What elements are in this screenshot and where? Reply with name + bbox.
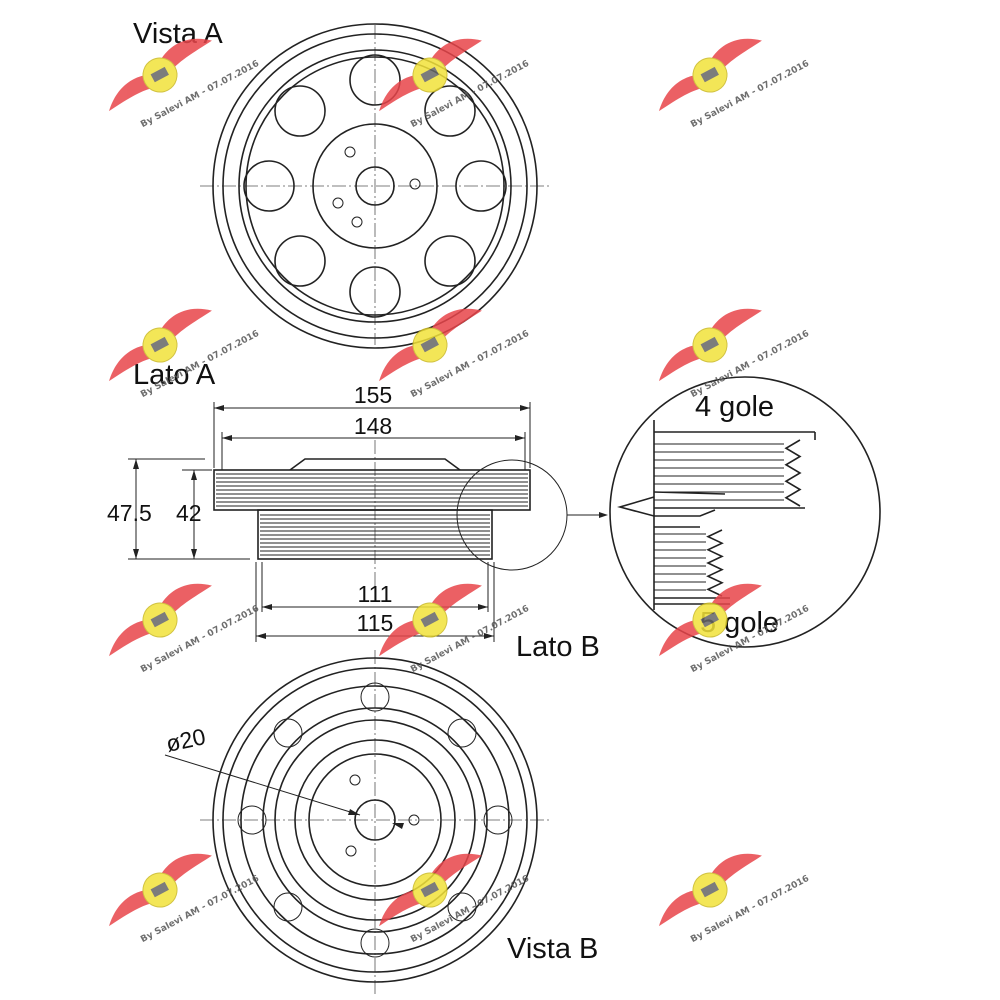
dim-42-label: 42	[176, 500, 202, 526]
dim-148	[221, 432, 526, 470]
view-b-lobes	[237, 682, 513, 958]
groove-detail-zoom	[609, 376, 881, 648]
view-a-drawing	[200, 23, 550, 349]
side-a-label: Lato A	[133, 359, 216, 391]
side-section-drawing	[213, 440, 531, 590]
dim-155	[213, 402, 531, 468]
view-a-holes	[243, 54, 507, 318]
view-b-label: Vista B	[507, 933, 598, 965]
watermark-logos: By Salevi AM - 07.07.2016 By Salevi AM - …	[109, 38, 811, 945]
dim-115	[255, 562, 495, 642]
dim-115-label: 115	[357, 610, 394, 636]
view-b-drawing	[164, 650, 550, 995]
watermark-logo: By Salevi AM - 07.07.2016	[109, 308, 261, 400]
dim-155-label: 155	[354, 382, 392, 408]
dim-148-label: 148	[354, 413, 392, 439]
watermark-logo: By Salevi AM - 07.07.2016	[659, 853, 811, 945]
dim-111-label: 111	[358, 581, 393, 607]
watermark-logo: By Salevi AM - 07.07.2016	[379, 38, 531, 130]
pulley-a-grooves	[216, 473, 528, 507]
side-b-label: Lato B	[516, 631, 600, 663]
dim-42	[182, 469, 212, 559]
watermark-logo: By Salevi AM - 07.07.2016	[109, 853, 261, 945]
dim-47-5-label: 47.5	[107, 500, 152, 526]
bore-diameter-label: ø20	[164, 723, 208, 757]
watermark-logo: By Salevi AM - 07.07.2016	[659, 38, 811, 130]
watermark-logo: By Salevi AM - 07.07.2016	[109, 583, 261, 675]
detail-callout	[456, 459, 608, 571]
dim-47-5	[128, 458, 250, 560]
pulley-b-grooves	[260, 514, 490, 556]
dim-111	[261, 562, 489, 612]
grooves-a-label: 4 gole	[695, 391, 774, 423]
